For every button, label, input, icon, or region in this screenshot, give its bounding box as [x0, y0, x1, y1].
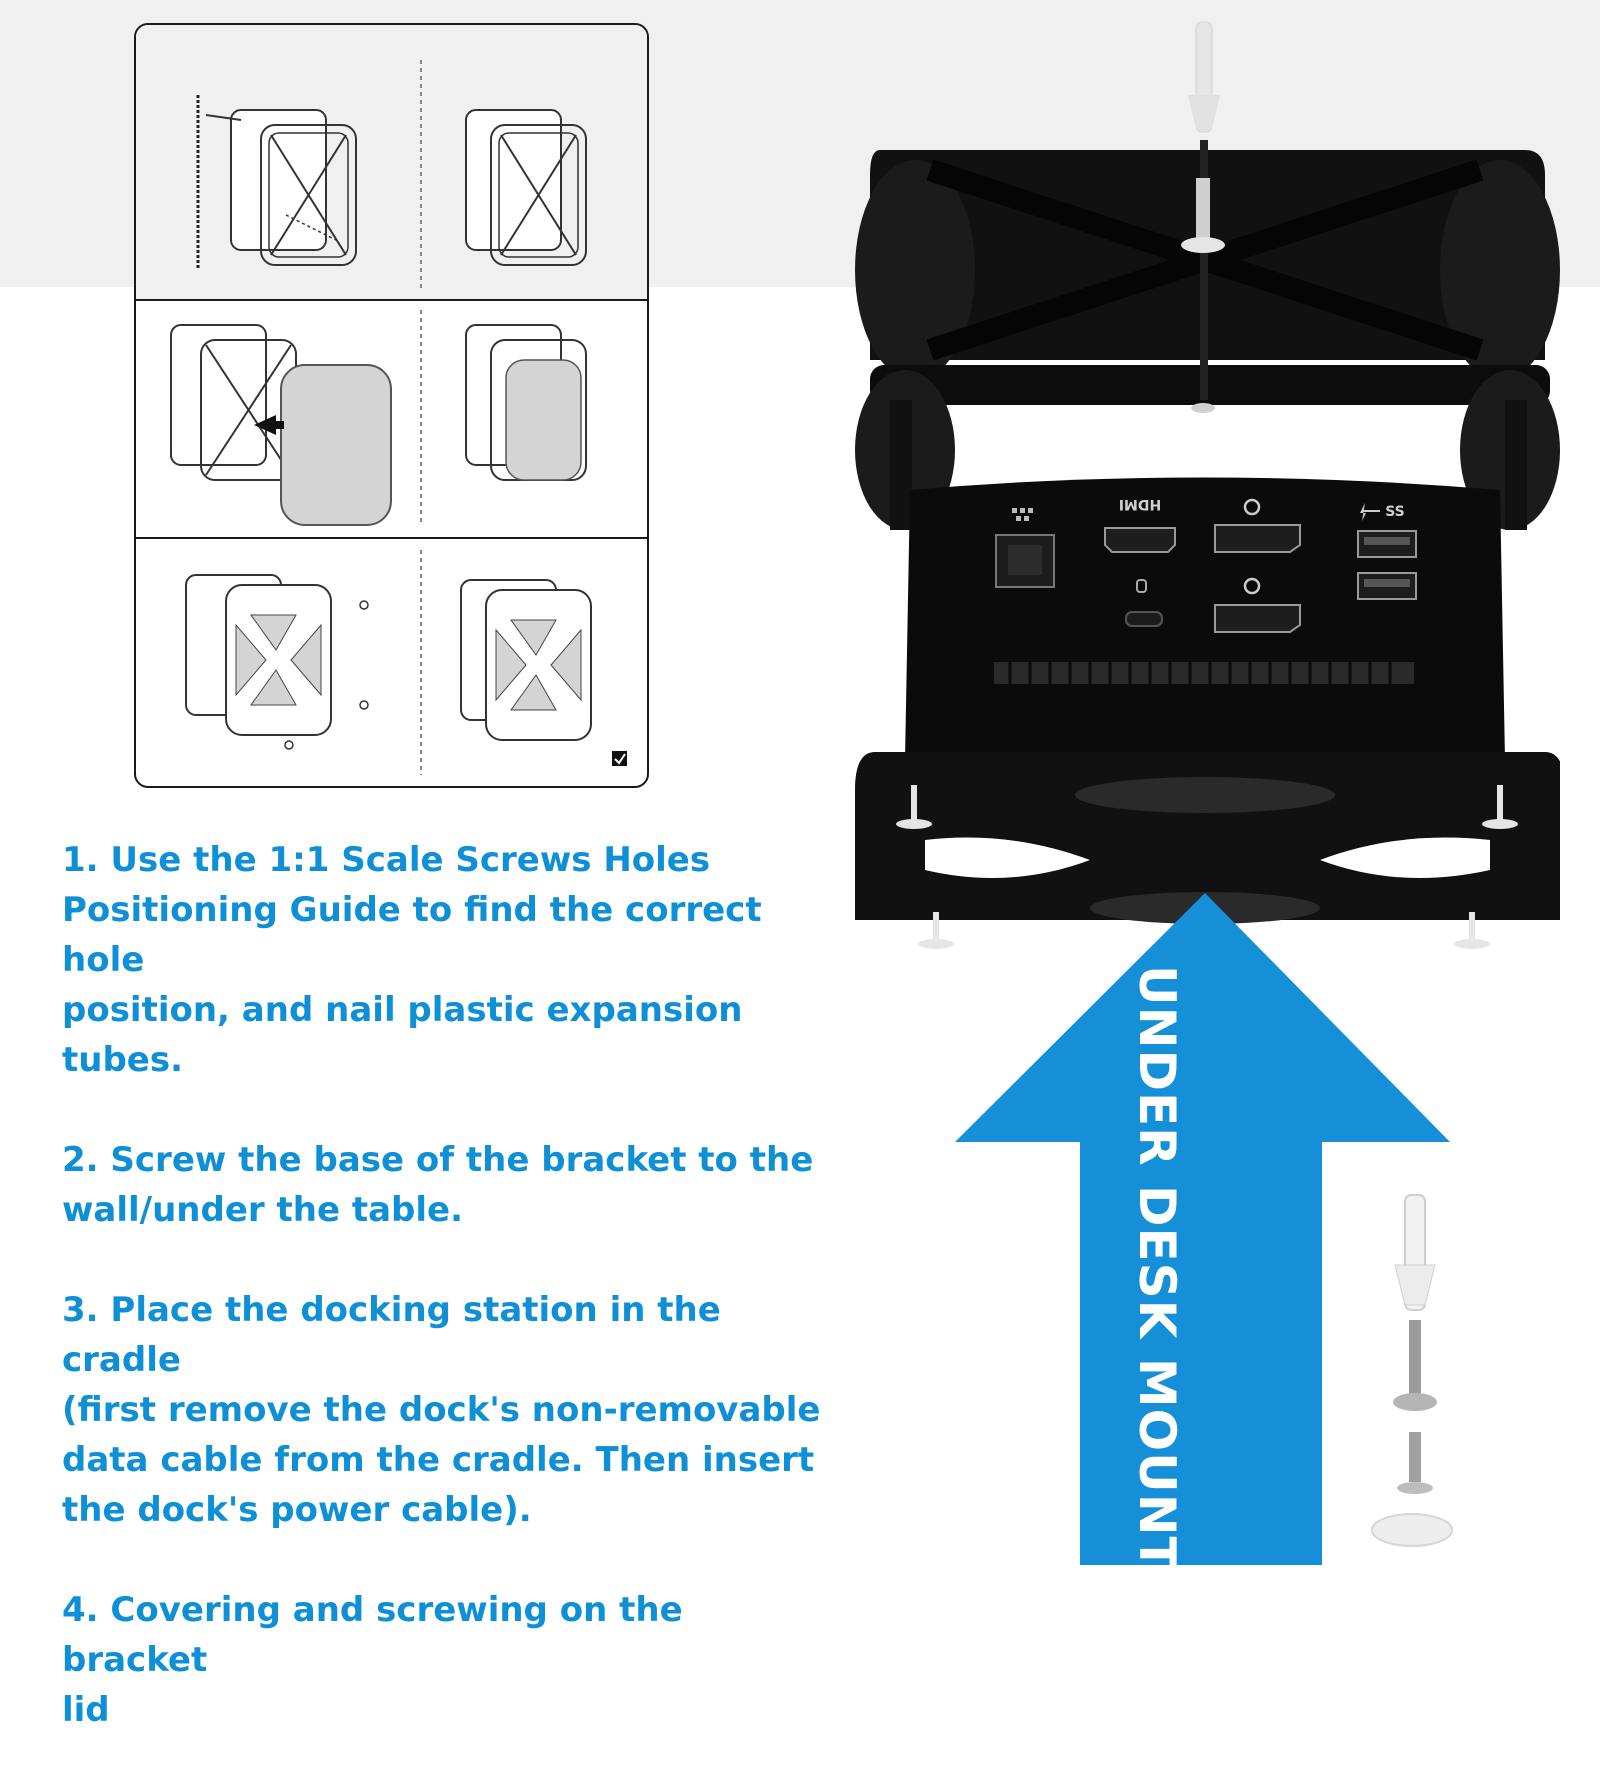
- instruction-step-1: 1. Use the 1:1 Scale Screws Holes Positi…: [62, 840, 762, 1080]
- cradle-base-plate: [855, 752, 1560, 949]
- step2-dock-inserted: [465, 324, 587, 481]
- instruction-step-3: 3. Place the docking station in the crad…: [62, 1290, 821, 1530]
- step3-lid-attached: [460, 579, 592, 741]
- docking-station: HDMI SS: [905, 477, 1505, 780]
- under-desk-arrow: [955, 893, 1450, 1565]
- displayport-icon: [1243, 498, 1261, 595]
- assembly-guide-illustration: [136, 25, 647, 775]
- usb-port-1: [1357, 530, 1417, 558]
- usb-port-2: [1357, 572, 1417, 600]
- step3-attach-lid: [185, 574, 369, 750]
- step1-bracket-result: [465, 109, 587, 266]
- lock-slot-icon: [1136, 579, 1147, 593]
- mount-illustration: HDMI SS: [855, 21, 1560, 1565]
- lock-slot: [1125, 611, 1163, 627]
- usb-ss-icon: [1360, 503, 1380, 521]
- displayport-port-1: [1214, 524, 1301, 553]
- step2-insert-dock: [170, 324, 392, 526]
- displayport-port-2: [1214, 604, 1301, 633]
- instruction-list: 1. Use the 1:1 Scale Screws Holes Positi…: [62, 835, 822, 1785]
- usb-ss-label: SS: [1385, 504, 1405, 520]
- hardware-kit: [1371, 1194, 1453, 1547]
- assembly-guide-panel: [134, 23, 649, 788]
- instruction-step-4: 4. Covering and screwing on the bracket …: [62, 1590, 683, 1730]
- rubber-pad: [1371, 1513, 1453, 1547]
- step1-bracket-drawing: [196, 95, 357, 270]
- expansion-tube: [1394, 1194, 1436, 1311]
- mount-screw: [1181, 178, 1225, 413]
- hdmi-port: [1104, 527, 1176, 553]
- under-desk-mount-label: UNDER DESK MOUNT: [1128, 965, 1186, 1572]
- check-icon: [612, 751, 627, 766]
- machine-screw: [1397, 1432, 1433, 1494]
- wood-screw: [1393, 1320, 1437, 1411]
- ethernet-icon: [1012, 508, 1033, 521]
- top-expansion-tube: [1188, 21, 1220, 133]
- hdmi-label: HDMI: [1119, 496, 1161, 512]
- instruction-step-2: 2. Screw the base of the bracket to the …: [62, 1140, 814, 1230]
- ethernet-port: [995, 534, 1055, 588]
